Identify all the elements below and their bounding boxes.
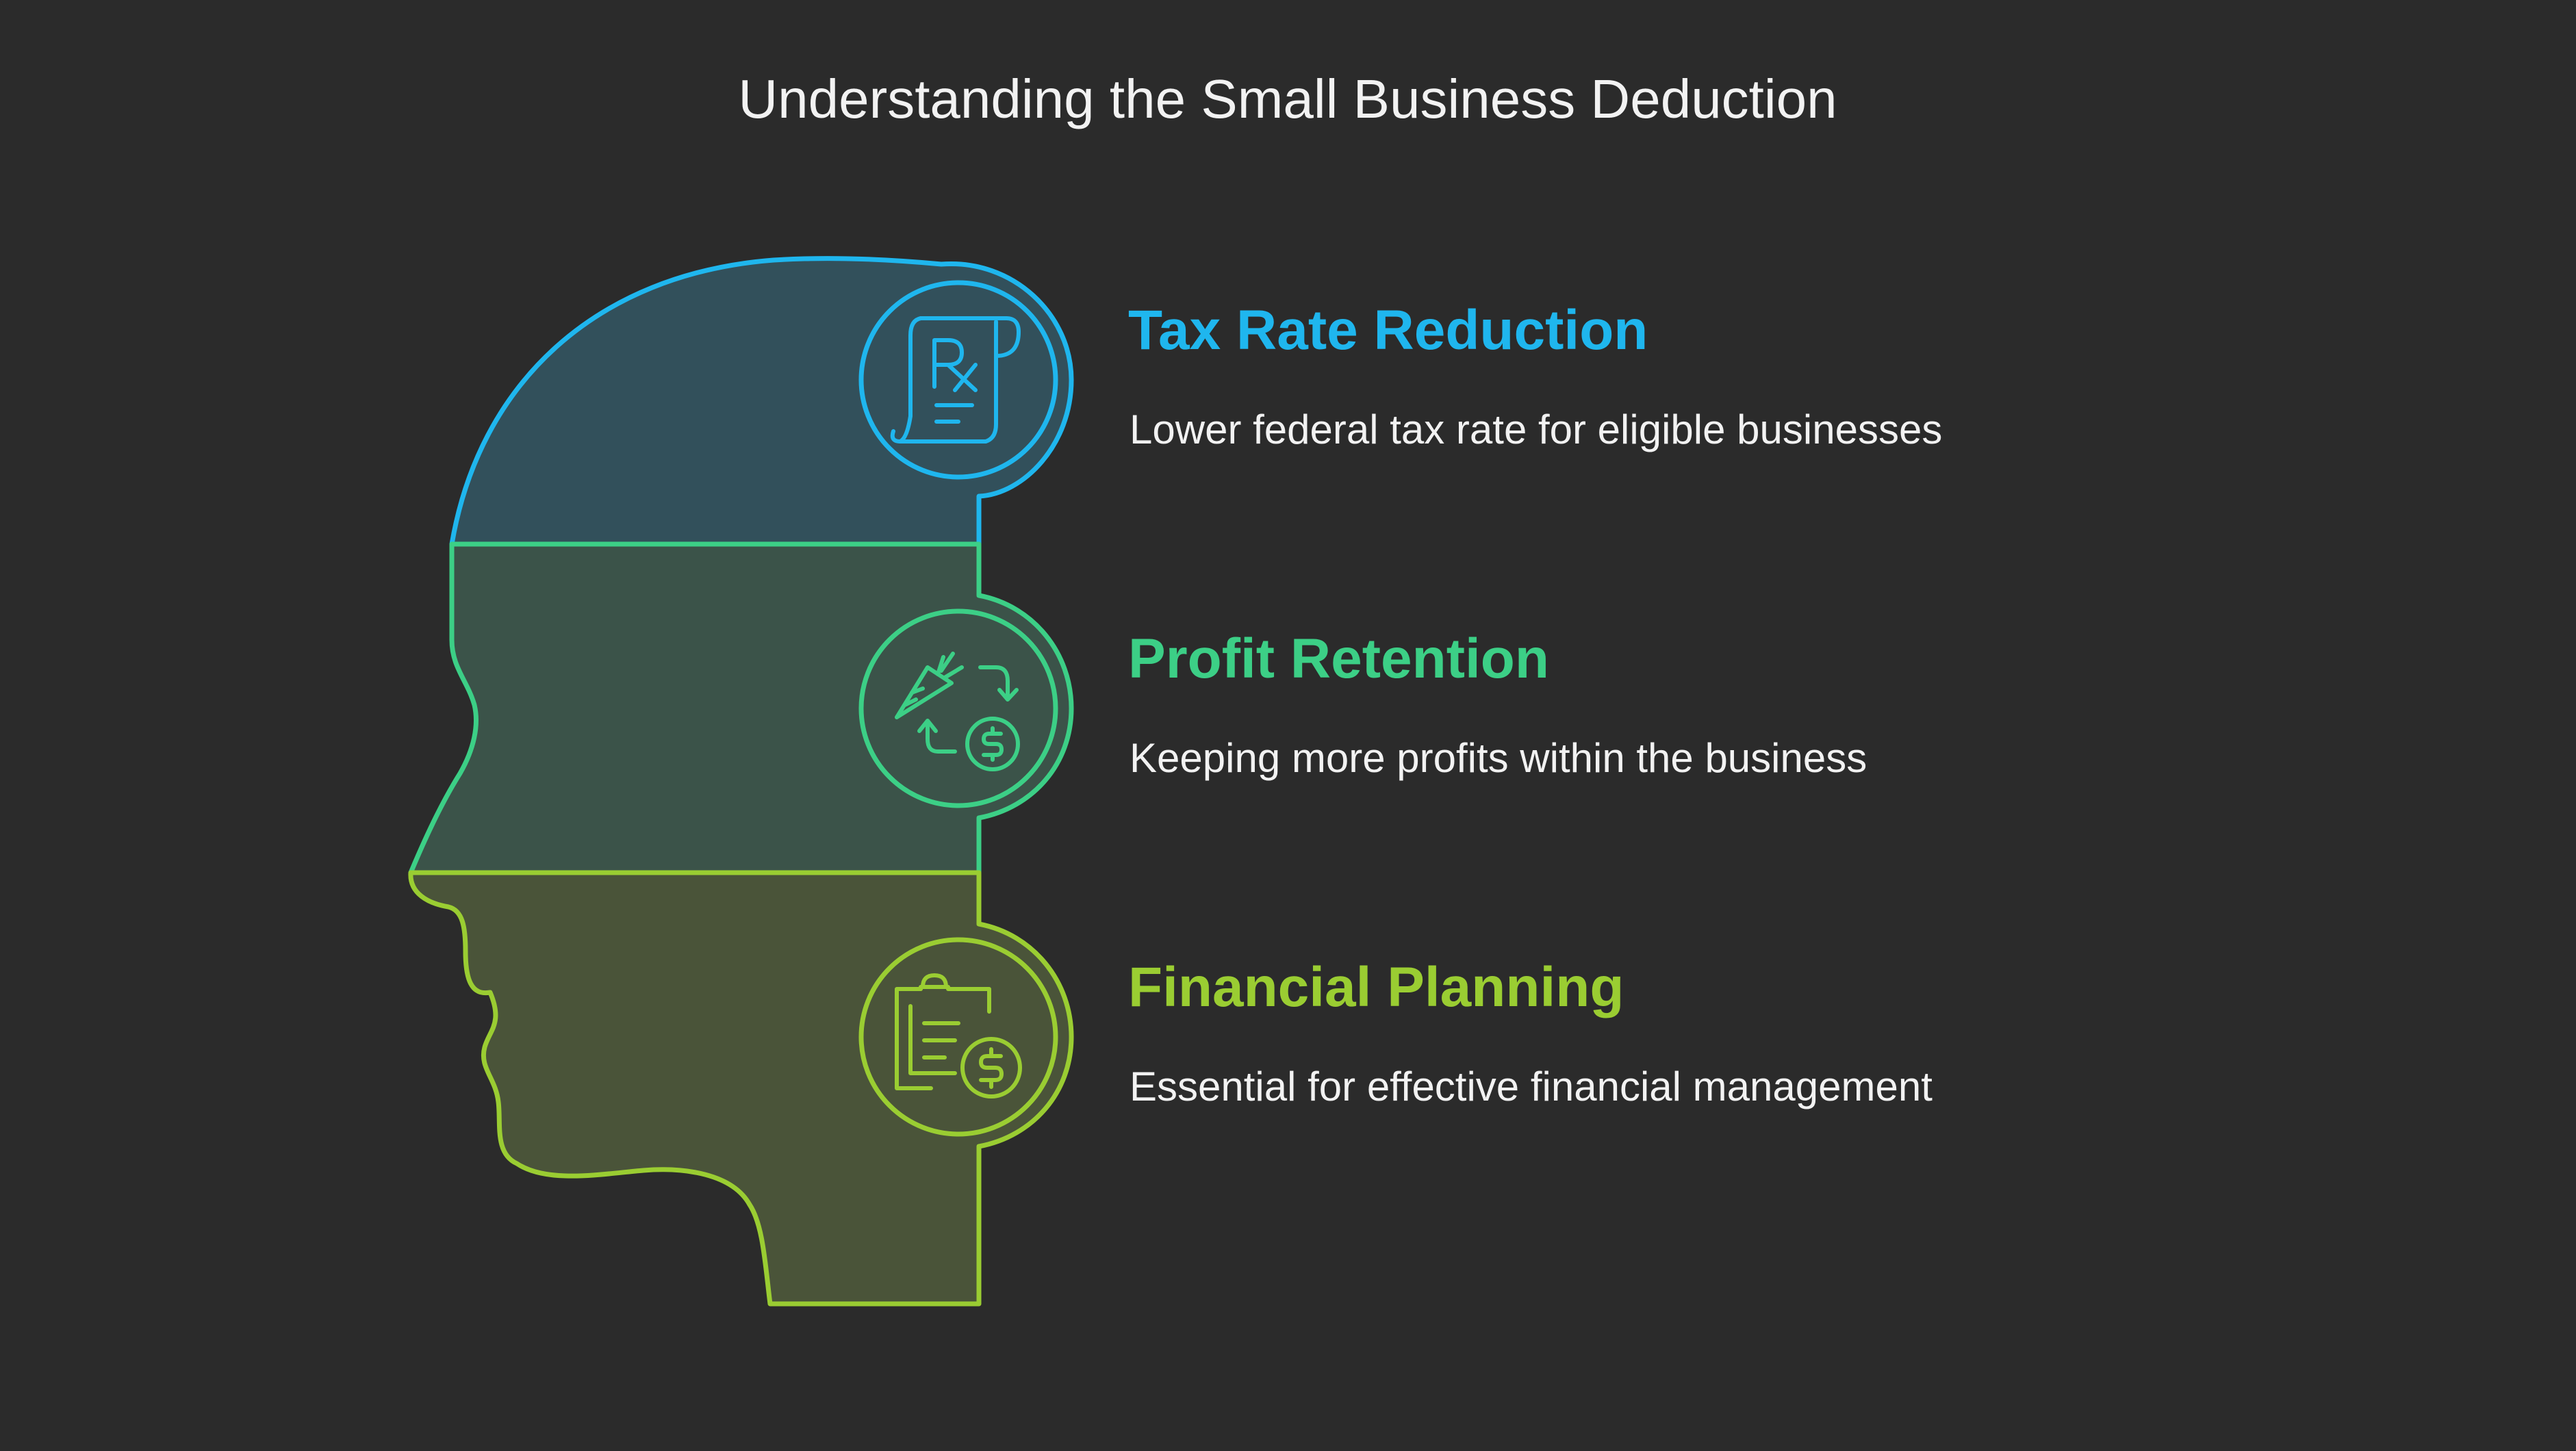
icon-badge-profit-retention (858, 608, 1058, 808)
head-section-top (449, 256, 1074, 547)
description-tax-rate-reduction: Lower federal tax rate for eligible busi… (1130, 407, 1942, 452)
icon-badge-tax-rate (858, 280, 1058, 480)
description-profit-retention: Keeping more profits within the business (1130, 735, 1867, 781)
head-section-middle (408, 541, 1074, 875)
description-financial-planning: Essential for effective financial manage… (1130, 1064, 1933, 1109)
item-profit-retention: Profit Retention Keeping more profits wi… (1128, 628, 1867, 781)
head-section-bottom (408, 870, 1074, 1307)
heading-financial-planning: Financial Planning (1128, 956, 1624, 1018)
heading-tax-rate-reduction: Tax Rate Reduction (1128, 299, 1648, 361)
carrot-dollar-cycle-icon (895, 652, 1020, 771)
head-profile (408, 256, 1074, 1307)
item-financial-planning: Financial Planning Essential for effecti… (1128, 956, 1933, 1109)
icon-badge-financial-planning (858, 937, 1058, 1137)
prescription-scroll-icon (890, 316, 1021, 444)
clipboard-dollar-icon (895, 973, 1022, 1099)
page-title: Understanding the Small Business Deducti… (738, 68, 1837, 129)
item-tax-rate-reduction: Tax Rate Reduction Lower federal tax rat… (1128, 299, 1942, 452)
heading-profit-retention: Profit Retention (1128, 628, 1549, 690)
